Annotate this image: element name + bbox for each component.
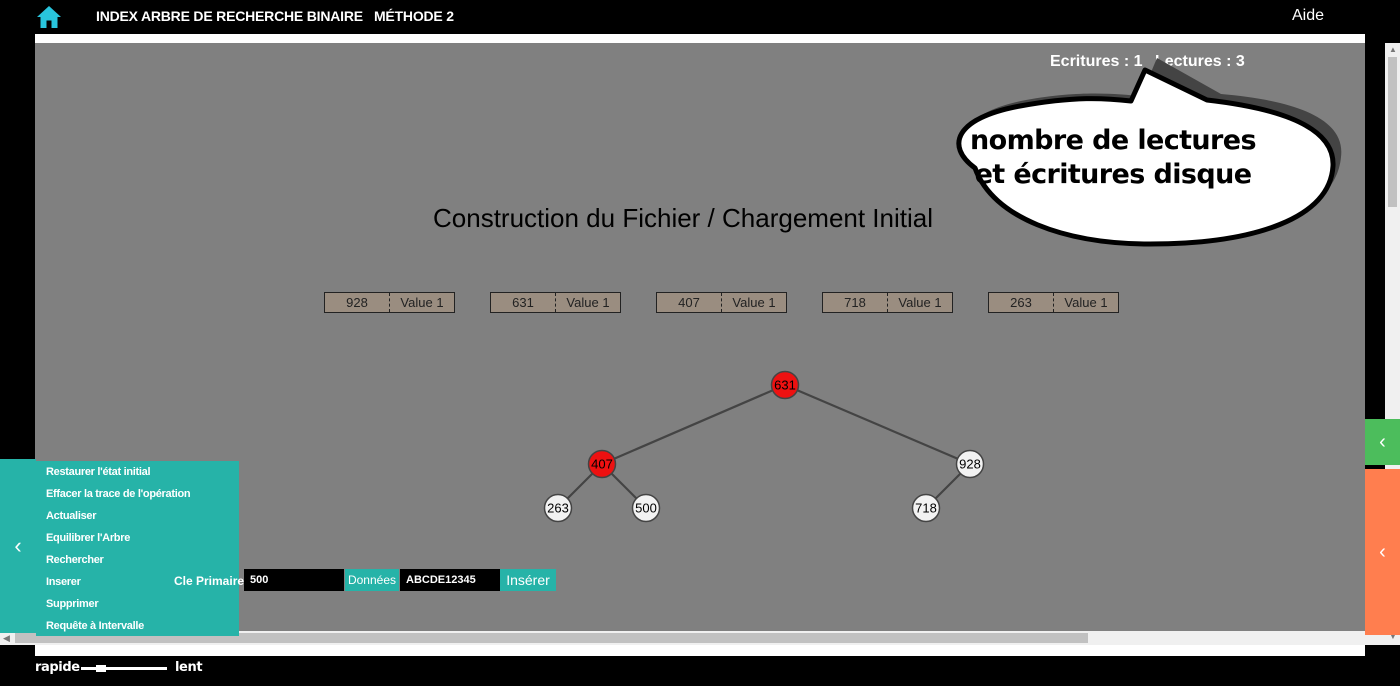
tree-node-circle xyxy=(631,493,661,523)
page-title: Construction du Fichier / Chargement Ini… xyxy=(433,203,934,233)
scroll-up-icon[interactable]: ▲ xyxy=(1389,45,1397,54)
vertical-scroll-thumb[interactable] xyxy=(1388,57,1397,207)
tree-node-circle xyxy=(587,449,617,479)
record-block: 718 Value 1 xyxy=(822,292,953,313)
reads-counter: Lectures : 3 xyxy=(1154,53,1245,70)
menu-item-delete[interactable]: Supprimer xyxy=(46,598,99,610)
right-panel-toggle-orange[interactable]: ‹ xyxy=(1365,469,1400,635)
menu-item-insert[interactable]: Inserer xyxy=(46,576,81,588)
menu-item-clear-trace[interactable]: Effacer la trace de l'opération xyxy=(46,488,191,500)
tree-node[interactable]: 500 xyxy=(631,493,661,523)
tree-node[interactable]: 407 xyxy=(587,449,617,479)
speed-slow-label: lent xyxy=(175,660,203,675)
tree-node-key: 928 xyxy=(959,457,981,472)
tree-node-circle xyxy=(955,449,985,479)
menu-item-search[interactable]: Rechercher xyxy=(46,554,104,566)
data-label: Données xyxy=(345,569,399,591)
writes-counter: Ecritures : 1 xyxy=(1050,53,1143,70)
horizontal-scroll-thumb[interactable] xyxy=(15,633,1088,643)
horizontal-scrollbar[interactable]: ◀ xyxy=(0,631,1385,645)
chevron-left-icon: ‹ xyxy=(1379,431,1386,453)
chevron-left-icon: ‹ xyxy=(1379,541,1386,563)
record-key: 263 xyxy=(989,293,1054,312)
tree-node-key: 500 xyxy=(635,501,657,516)
tree-node-circle xyxy=(770,370,800,400)
tree-node-key: 407 xyxy=(591,457,613,472)
tree-node-key: 263 xyxy=(547,501,569,516)
insert-button[interactable]: Insérer xyxy=(500,569,556,591)
tree-node[interactable]: 928 xyxy=(955,449,985,479)
record-block: 263 Value 1 xyxy=(988,292,1119,313)
record-block: 928 Value 1 xyxy=(324,292,455,313)
help-link[interactable]: Aide xyxy=(1292,7,1325,24)
record-key: 407 xyxy=(657,293,722,312)
primary-key-label: Cle Primaire xyxy=(174,574,245,588)
scroll-down-icon[interactable]: ▼ xyxy=(1389,632,1397,641)
tree-node-circle xyxy=(911,493,941,523)
tree-node[interactable]: 631 xyxy=(770,370,800,400)
speech-bubble xyxy=(956,58,1342,247)
tree-node-key: 631 xyxy=(774,378,796,393)
operations-menu: Restaurer l'état initial Effacer la trac… xyxy=(36,461,239,636)
tree-edge xyxy=(784,383,971,466)
record-value: Value 1 xyxy=(566,295,610,310)
io-counter: Ecritures : 1 Lectures : 3 xyxy=(1050,53,1245,71)
speed-slider-knob[interactable] xyxy=(96,665,106,672)
tree-node[interactable]: 263 xyxy=(543,493,573,523)
binary-search-tree: 631 407 928 263 500 718 xyxy=(543,370,985,523)
app-title: INDEX ARBRE DE RECHERCHE BINAIRE MÉTHODE… xyxy=(96,8,454,24)
tree-edge xyxy=(601,383,786,466)
data-input[interactable] xyxy=(400,569,500,591)
chevron-left-icon: ‹ xyxy=(14,533,22,558)
record-value: Value 1 xyxy=(400,295,444,310)
home-icon[interactable] xyxy=(36,4,62,30)
primary-key-input[interactable] xyxy=(244,569,344,591)
record-key: 928 xyxy=(325,293,390,312)
menu-item-range-query[interactable]: Requête à Intervalle xyxy=(46,620,144,632)
record-value: Value 1 xyxy=(898,295,942,310)
annotation-line-2: et écritures disque xyxy=(974,159,1252,190)
menu-item-refresh[interactable]: Actualiser xyxy=(46,510,97,522)
menu-item-balance[interactable]: Equilibrer l'Arbre xyxy=(46,532,131,544)
annotation-line-1: nombre de lectures xyxy=(970,125,1257,156)
annotation-text: nombre de lectures et écritures disque xyxy=(968,124,1258,192)
tree-node[interactable]: 718 xyxy=(911,493,941,523)
scroll-left-icon[interactable]: ◀ xyxy=(3,633,10,643)
menu-item-restore[interactable]: Restaurer l'état initial xyxy=(46,466,151,478)
tree-node-circle xyxy=(543,493,573,523)
record-block: 407 Value 1 xyxy=(656,292,787,313)
left-panel-toggle[interactable]: ‹ xyxy=(0,459,36,633)
record-key: 718 xyxy=(823,293,888,312)
top-bar: INDEX ARBRE DE RECHERCHE BINAIRE MÉTHODE… xyxy=(0,0,1400,34)
tree-node-key: 718 xyxy=(915,501,937,516)
record-key: 631 xyxy=(491,293,556,312)
record-block: 631 Value 1 xyxy=(490,292,621,313)
right-panel-toggle-green[interactable]: ‹ xyxy=(1365,419,1400,465)
record-value: Value 1 xyxy=(1064,295,1108,310)
record-value: Value 1 xyxy=(732,295,776,310)
speed-slider[interactable] xyxy=(81,665,167,672)
speed-fast-label: rapide xyxy=(35,660,80,675)
